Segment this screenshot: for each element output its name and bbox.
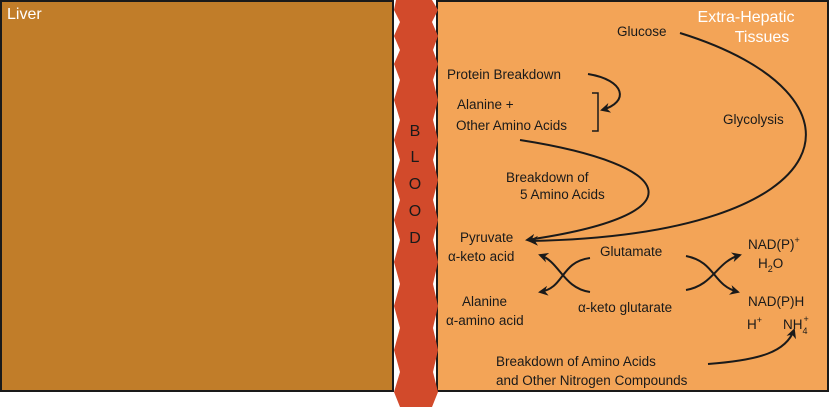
tissue-title-line2: Tissues bbox=[735, 29, 790, 46]
five-amino-acids-label: 5 Amino Acids bbox=[520, 187, 605, 202]
glycolysis-arrow bbox=[528, 32, 807, 246]
alanine-plus-label: Alanine + bbox=[457, 97, 514, 112]
h2o-h: H bbox=[758, 256, 768, 271]
nitrogen-breakdown-arrow bbox=[707, 328, 796, 365]
liver-title: Liver bbox=[7, 6, 42, 23]
dehydrogenase-right-arrow-b bbox=[685, 252, 742, 291]
nh4-nh: NH bbox=[783, 317, 803, 332]
alpha-amino-acid-label: α-amino acid bbox=[446, 313, 524, 328]
tissue-panel bbox=[436, 0, 829, 392]
glutamate-label: Glutamate bbox=[600, 244, 662, 259]
h-plus-h: H bbox=[747, 317, 757, 332]
h-plus-label: H+ bbox=[747, 315, 762, 332]
nadp-label: NAD(P)+ bbox=[748, 235, 800, 252]
blood-letter-l: L bbox=[411, 149, 420, 166]
breakdown-amino-line2: and Other Nitrogen Compounds bbox=[496, 373, 688, 388]
pyruvate-label: Pyruvate bbox=[460, 230, 513, 245]
liver-panel bbox=[0, 0, 394, 392]
blood-vessel bbox=[394, 0, 438, 407]
alpha-keto-acid-label: α-keto acid bbox=[448, 249, 514, 264]
nh4-subscript: 4 bbox=[803, 326, 808, 336]
transamination-left-arrow-b bbox=[538, 252, 591, 293]
nh4-superscript: + bbox=[804, 314, 809, 324]
h-plus-superscript: + bbox=[757, 315, 762, 325]
protein-breakdown-label: Protein Breakdown bbox=[447, 67, 561, 82]
other-amino-acids-label: Other Amino Acids bbox=[456, 118, 567, 133]
protein-breakdown-arrow bbox=[587, 73, 621, 113]
blood-letter-o2: O bbox=[409, 203, 421, 220]
nadp-superscript: + bbox=[795, 235, 800, 245]
five-amino-acids-arrow bbox=[519, 139, 650, 244]
alpha-keto-glutarate-label: α-keto glutarate bbox=[578, 300, 672, 315]
blood-letter-o1: O bbox=[409, 176, 421, 193]
amino-acids-bracket bbox=[592, 92, 599, 132]
h2o-label: H2O bbox=[758, 256, 783, 274]
h2o-subscript: 2 bbox=[768, 264, 773, 274]
h2o-o: O bbox=[773, 256, 784, 271]
alanine-label: Alanine bbox=[462, 294, 507, 309]
breakdown-amino-line1: Breakdown of Amino Acids bbox=[496, 354, 656, 369]
glucose-label: Glucose bbox=[617, 24, 667, 39]
nadph-label: NAD(P)H bbox=[748, 294, 804, 309]
nadp-text: NAD(P) bbox=[748, 237, 795, 252]
tissue-title-line1: Extra-Hepatic bbox=[698, 9, 795, 26]
blood-letter-b: B bbox=[410, 123, 421, 140]
glycolysis-label: Glycolysis bbox=[723, 112, 784, 127]
blood-letter-d: D bbox=[409, 230, 421, 247]
breakdown-of-label: Breakdown of bbox=[506, 170, 589, 185]
